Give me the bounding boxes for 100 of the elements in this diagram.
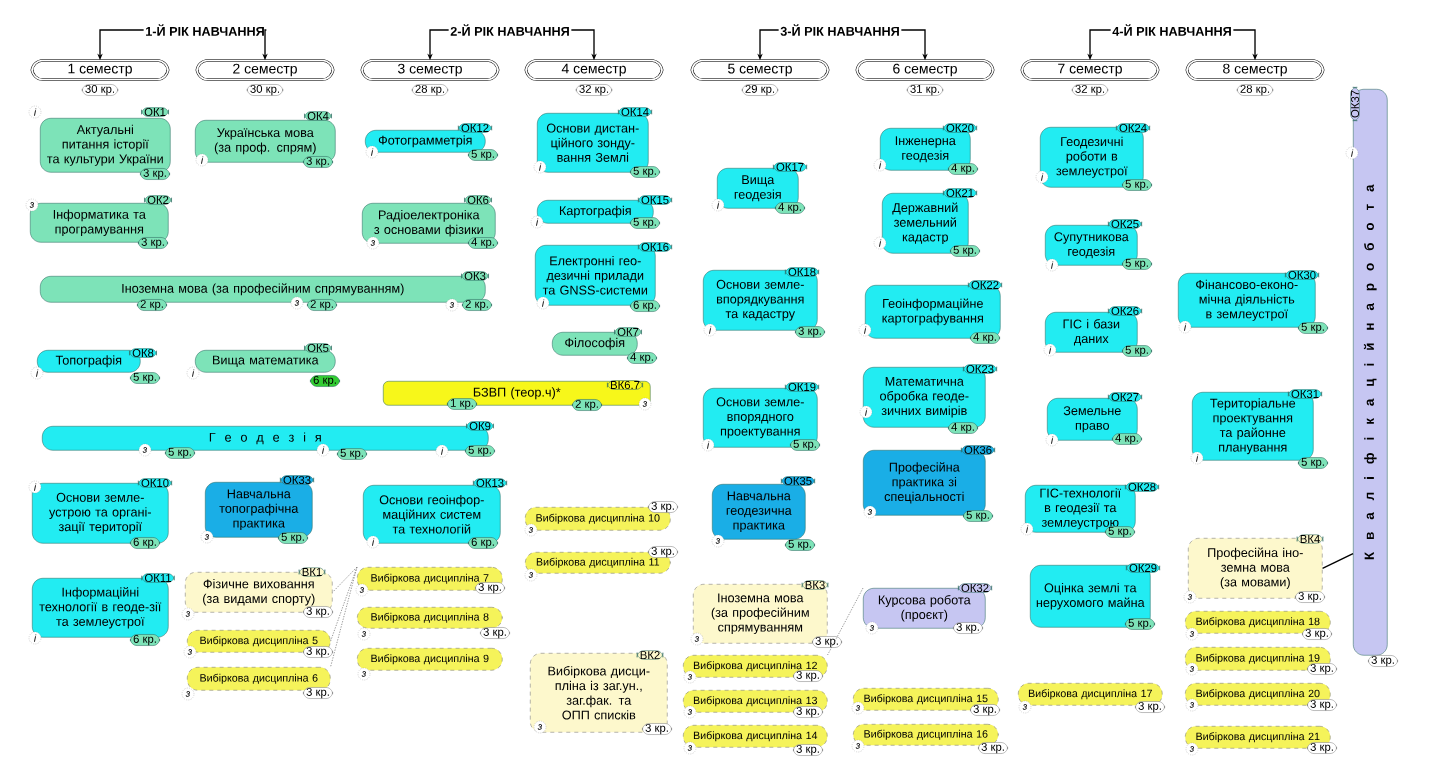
credit-badge: 3 кр. <box>303 606 333 618</box>
credit-badge: 28 кр. <box>1237 84 1274 96</box>
code-badge: ОК28 <box>1125 482 1159 492</box>
credit-badge: 3 кр. <box>1135 701 1165 713</box>
dotted-line <box>330 566 358 668</box>
credit-badge: 32 кр. <box>1072 84 1109 96</box>
credit-badge: 6 кр. <box>130 537 160 549</box>
code-badge: ОК36 <box>961 445 995 455</box>
code-badge: ВК1 <box>298 567 326 577</box>
credit-badge: 5 кр. <box>1122 258 1152 270</box>
code-badge: ОК26 <box>1108 306 1142 316</box>
credit-badge: 3 кр. <box>970 704 1000 716</box>
code-badge: ОК15 <box>638 195 672 205</box>
code-badge: ОК11 <box>141 573 175 583</box>
credit-badge: 3 кр. <box>953 622 983 634</box>
credit-badge: 3 кр. <box>140 168 170 180</box>
credit-badge: 28 кр. <box>412 84 448 96</box>
credit-badge: 5 кр. <box>790 439 820 451</box>
code-badge: ОК24 <box>1116 123 1150 133</box>
credit-badge: 3 кр. <box>303 156 333 168</box>
credit-badge: 5 кр. <box>165 447 195 459</box>
credit-badge: 6 кр. <box>130 634 160 646</box>
credit-badge: 2 кр. <box>307 299 337 311</box>
credit-badge: 3 кр. <box>138 237 168 249</box>
code-badge: ОК17 <box>773 162 807 172</box>
credit-badge: 3 кр. <box>480 627 510 639</box>
credit-badge: 3 кр. <box>642 723 672 735</box>
credit-badge: 5 кр. <box>1298 322 1328 334</box>
dotted-line <box>827 587 864 656</box>
credit-badge: 3 кр. <box>303 646 333 658</box>
code-badge: ВК4 <box>1296 534 1324 544</box>
credit-badge: 3 кр. <box>1302 628 1332 640</box>
code-badge: ОК22 <box>968 280 1002 290</box>
code-badge: ОК12 <box>458 123 492 133</box>
credit-badge: 5 кр. <box>630 166 660 178</box>
credit-badge: 1 кр. <box>447 398 477 410</box>
year-heading: 3-Й РІК НАВЧАННЯ <box>780 24 899 36</box>
credit-badge: 3 кр. <box>1368 655 1398 667</box>
connector-line <box>1321 552 1354 569</box>
code-badge: ОК19 <box>785 382 819 392</box>
code-badge: ОК8 <box>129 348 157 358</box>
year-heading: 2-Й РІК НАВЧАННЯ <box>450 24 569 36</box>
credit-badge: 6 кр. <box>468 537 498 549</box>
credit-badge: 5 кр. <box>963 510 993 522</box>
code-badge: ОК5 <box>304 343 332 353</box>
credit-badge: 3 кр. <box>978 742 1008 754</box>
code-badge: ОК3 <box>461 271 489 281</box>
semester-pill: 3 семестр <box>360 59 500 81</box>
dotted-line <box>330 566 358 642</box>
code-badge: ОК20 <box>943 123 977 133</box>
credit-badge: 4 кр. <box>1112 433 1142 445</box>
credit-badge: 4 кр. <box>970 332 1000 344</box>
credit-badge: 6 кр. <box>310 375 340 387</box>
code-badge: ВК2 <box>636 650 664 660</box>
code-badge: ОК1 <box>141 107 169 117</box>
credit-badge: 3 кр. <box>1307 699 1337 711</box>
code-badge: ОК29 <box>1126 563 1160 573</box>
credit-badge: 5 кр. <box>1122 179 1152 191</box>
semester-pill: 1 семестр <box>30 59 170 81</box>
credit-badge: 4 кр. <box>627 352 657 364</box>
code-badge: ОК10 <box>138 478 172 488</box>
elective-box: Вибіркова дисципліна 8 <box>357 607 503 629</box>
credit-badge: 5 кр. <box>468 149 498 161</box>
code-badge: ОК14 <box>618 107 652 117</box>
code-badge: ОК16 <box>638 242 672 252</box>
credit-badge: 5 кр. <box>465 445 495 457</box>
credit-badge: 29 кр. <box>742 84 779 96</box>
code-badge: ВК6.7 <box>607 380 643 390</box>
semester-pill: 4 семестр <box>524 59 664 81</box>
year-heading: 1-Й РІК НАВЧАННЯ <box>146 24 264 36</box>
credit-badge: 5 кр. <box>130 372 160 384</box>
credit-badge: 3 кр. <box>793 706 823 718</box>
credit-badge: 3 кр. <box>1295 591 1325 603</box>
credit-badge: 2 кр. <box>572 399 602 411</box>
credit-badge: 3 кр. <box>793 670 823 682</box>
credit-badge: 5 кр. <box>785 539 815 551</box>
credit-badge: 5 кр. <box>278 532 308 544</box>
semester-pill: 8 семестр <box>1185 59 1325 81</box>
credit-badge: 32 кр. <box>576 84 613 96</box>
credit-badge: 5 кр. <box>1122 345 1152 357</box>
credit-badge: 5 кр. <box>630 217 660 229</box>
code-badge: ОК30 <box>1285 270 1319 280</box>
code-badge: ОК6 <box>464 195 492 205</box>
code-badge: ОК18 <box>785 267 819 277</box>
semester-pill: 5 семестр <box>690 59 830 81</box>
code-badge: ОК27 <box>1108 392 1142 402</box>
code-badge: ОК9 <box>466 421 494 431</box>
credit-badge: 3 кр. <box>812 636 842 648</box>
credit-badge: 2 кр. <box>462 299 492 311</box>
credit-badge: 3 кр. <box>648 501 678 513</box>
code-badge: ОК4 <box>304 111 332 121</box>
code-badge: ОК37 <box>1350 87 1360 121</box>
year-heading: 4-Й РІК НАВЧАННЯ <box>1112 24 1231 36</box>
code-badge: ОК7 <box>614 327 642 337</box>
credit-badge: 2 кр. <box>137 299 167 311</box>
credit-badge: 4 кр. <box>468 237 498 249</box>
credit-badge: 3 кр. <box>1307 742 1337 754</box>
code-badge: ОК25 <box>1108 219 1142 229</box>
semester-pill: 2 семестр <box>195 59 335 81</box>
credit-badge: 5 кр. <box>1298 457 1328 469</box>
